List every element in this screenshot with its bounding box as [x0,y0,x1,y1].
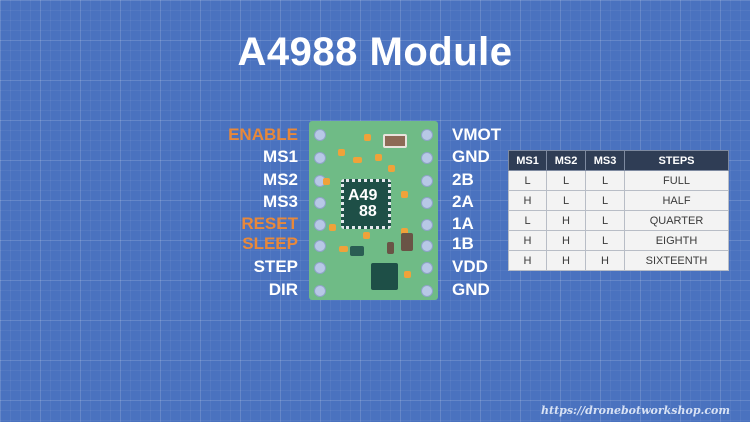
pin-label-ms2: MS2 [263,170,298,189]
component [350,246,364,256]
table-cell: L [508,210,547,231]
pin-pad [314,219,326,231]
pin-pad [421,240,433,252]
capacitor [339,246,348,252]
table-cell: L [546,170,586,191]
pin-label-enable: ENABLE [228,125,298,144]
a4988-chip: A49 88 [341,179,391,229]
table-cell: H [546,230,586,251]
resistor [383,134,407,148]
capacitor [404,271,411,278]
table-cell: H [585,250,625,271]
table-header-row: MS1 MS2 MS3 STEPS [508,150,729,171]
pin-pad [421,262,433,274]
table-cell: QUARTER [624,210,729,231]
table-row: H H H SIXTEENTH [508,250,729,271]
table-cell: L [585,210,625,231]
chip-label-line2: 88 [359,203,377,220]
pin-pad [314,197,326,209]
table-cell: H [508,190,547,211]
pin-label-2b: 2B [452,170,474,189]
chip-label-line1: A49 [348,187,378,204]
pin-label-vdd: VDD [452,257,488,276]
pin-label-sleep: SLEEP [242,234,298,253]
table-cell: H [508,250,547,271]
pin-label-1b: 1B [452,234,474,253]
pin-pad [314,240,326,252]
table-header-ms2: MS2 [546,150,586,171]
pin-pad [314,129,326,141]
table-row: L L L FULL [508,170,729,191]
pin-label-vmot: VMOT [452,125,502,144]
pin-label-1a: 1A [452,214,474,233]
pin-pad [421,175,433,187]
table-header-ms3: MS3 [585,150,625,171]
pin-pad [421,285,433,297]
pin-label-step: STEP [253,257,298,276]
table-row: H H L EIGHTH [508,230,729,251]
table-row: H L L HALF [508,190,729,211]
capacitor [323,178,330,185]
pin-pad [421,152,433,164]
table-cell: H [508,230,547,251]
table-header-ms1: MS1 [508,150,547,171]
table-cell: L [546,190,586,211]
pin-pad [314,262,326,274]
step-resolution-table: MS1 MS2 MS3 STEPS L L L FULL H L L HALF … [508,150,729,271]
pin-label-gnd-bottom: GND [452,280,490,299]
pin-pad [314,285,326,297]
capacitor [388,165,395,172]
page-title: A4988 Module [237,30,513,74]
table-row: L H L QUARTER [508,210,729,231]
pin-pad [314,152,326,164]
table-cell: L [508,170,547,191]
mosfet [371,263,398,290]
table-cell: EIGHTH [624,230,729,251]
pin-label-gnd-top: GND [452,147,490,166]
pin-label-reset: RESET [241,214,298,233]
table-cell: L [585,230,625,251]
a4988-board: A49 88 [309,121,438,300]
capacitor [338,149,345,156]
capacitor [329,224,336,231]
capacitor [401,191,408,198]
pin-label-dir: DIR [268,280,298,299]
capacitor [364,134,371,141]
table-cell: H [546,250,586,271]
table-header-steps: STEPS [624,150,729,171]
diode [401,233,413,251]
pin-label-2a: 2A [452,192,474,211]
diode [387,242,394,254]
table-cell: L [585,190,625,211]
pin-pad [421,197,433,209]
table-cell: H [546,210,586,231]
table-cell: FULL [624,170,729,191]
capacitor [375,154,382,161]
table-cell: SIXTEENTH [624,250,729,271]
pin-pad [421,129,433,141]
table-cell: HALF [624,190,729,211]
watermark-url: https://dronebotworkshop.com [541,404,731,417]
capacitor [353,157,362,163]
table-cell: L [585,170,625,191]
capacitor [401,228,408,235]
pin-label-ms1: MS1 [263,147,298,166]
pin-label-ms3: MS3 [263,192,298,211]
capacitor [363,232,370,239]
pin-pad [421,219,433,231]
